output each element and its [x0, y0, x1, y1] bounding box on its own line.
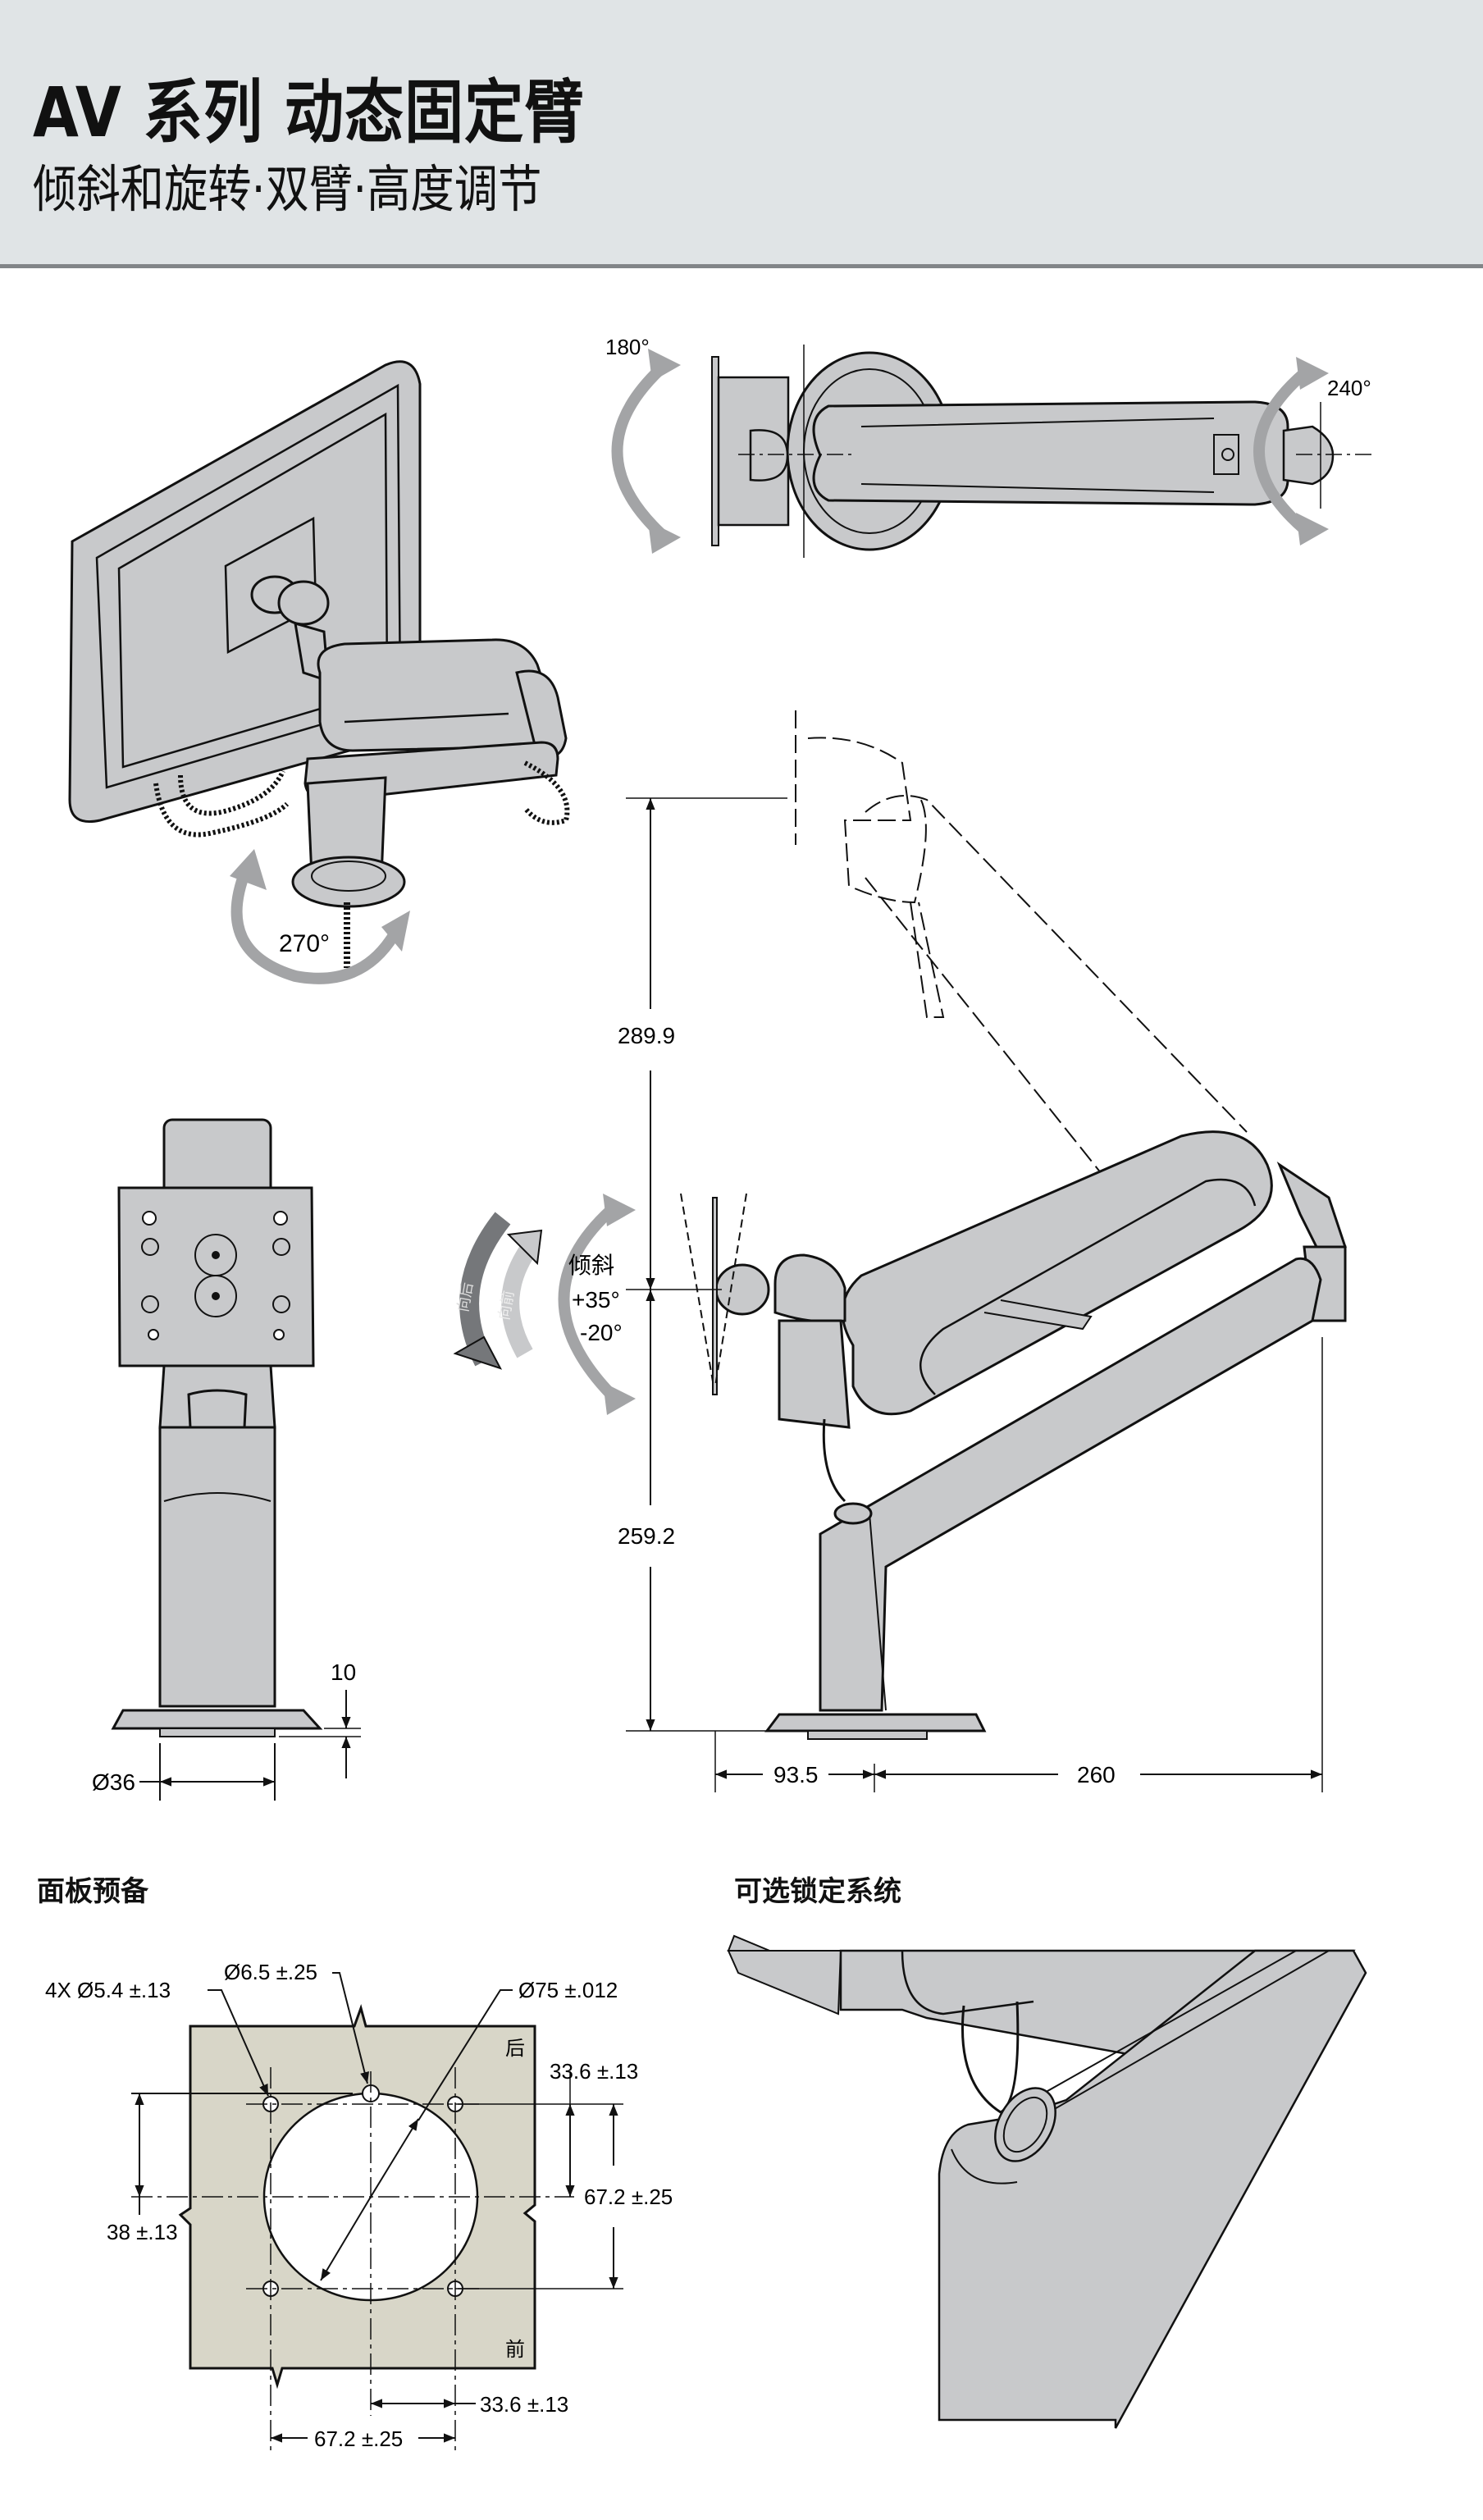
lock-system-title: 可选锁定系统 — [734, 1875, 901, 1908]
side-view — [453, 710, 1347, 1792]
bottom-span-label: 67.2 ±.25 — [314, 2426, 403, 2451]
tilt-range-arrow — [558, 1205, 616, 1399]
height-lower-label: 259.2 — [618, 1523, 675, 1549]
side-lower-arm — [819, 1257, 1322, 1712]
page-subtitle: 倾斜和旋转·双臂·高度调节 — [33, 159, 542, 219]
base-thickness-label: 10 — [331, 1659, 356, 1685]
side-upper-arm — [841, 1130, 1273, 1416]
front-post — [158, 1426, 276, 1708]
reach-arm-label: 260 — [1077, 1762, 1116, 1787]
iso-base — [291, 856, 406, 908]
front-view — [111, 1118, 361, 1801]
pin-hole-label: Ø6.5 ±.25 — [224, 1960, 317, 1984]
panel-prep-title: 面板预备 — [37, 1875, 148, 1908]
lock-arm — [938, 1949, 1367, 2429]
rotation-270-label: 270° — [279, 930, 330, 957]
tilt-forward-arrow — [501, 1237, 541, 1358]
tilt-label: 倾斜 — [568, 1252, 614, 1279]
top-view — [611, 345, 1374, 558]
rotation-270-arrow — [230, 867, 399, 984]
swivel-240-arrow — [1253, 368, 1308, 534]
cable — [153, 783, 290, 838]
lock-system-drawing — [727, 1934, 1367, 2429]
height-upper-label: 289.9 — [618, 1023, 675, 1048]
left-offset-label: 38 ±.13 — [107, 2220, 178, 2244]
swivel-180-arrow — [611, 364, 664, 538]
right-span-label: 67.2 ±.25 — [584, 2184, 673, 2209]
page-header: AV 系列 动态固定臂 倾斜和旋转·双臂·高度调节 — [0, 0, 1483, 268]
upper-arm — [317, 638, 556, 752]
tilt-up-label: +35° — [572, 1287, 620, 1312]
top-view-arm — [812, 400, 1289, 506]
panel-prep-drawing — [131, 1972, 623, 2453]
cutout-label: Ø75 ±.012 — [518, 1978, 618, 2002]
side-base — [764, 1713, 987, 1732]
front-label: 前 — [505, 2338, 525, 2361]
tilt-down-label: -20° — [580, 1320, 623, 1345]
right-offset-top-label: 33.6 ±.13 — [550, 2059, 638, 2084]
isometric-view — [68, 360, 570, 984]
post-diameter-label: Ø36 — [92, 1769, 135, 1795]
back-label: 后 — [505, 2037, 525, 2060]
front-vesa-plate — [117, 1186, 315, 1367]
reach-offset-label: 93.5 — [773, 1762, 819, 1787]
swivel-180-label: 180° — [605, 335, 650, 359]
swivel-240-label: 240° — [1327, 376, 1371, 400]
holes-label: 4X Ø5.4 ±.13 — [45, 1978, 171, 2002]
page-title: AV 系列 动态固定臂 — [33, 72, 585, 153]
front-base — [111, 1709, 323, 1730]
bottom-offset-label: 33.6 ±.13 — [480, 2392, 568, 2417]
